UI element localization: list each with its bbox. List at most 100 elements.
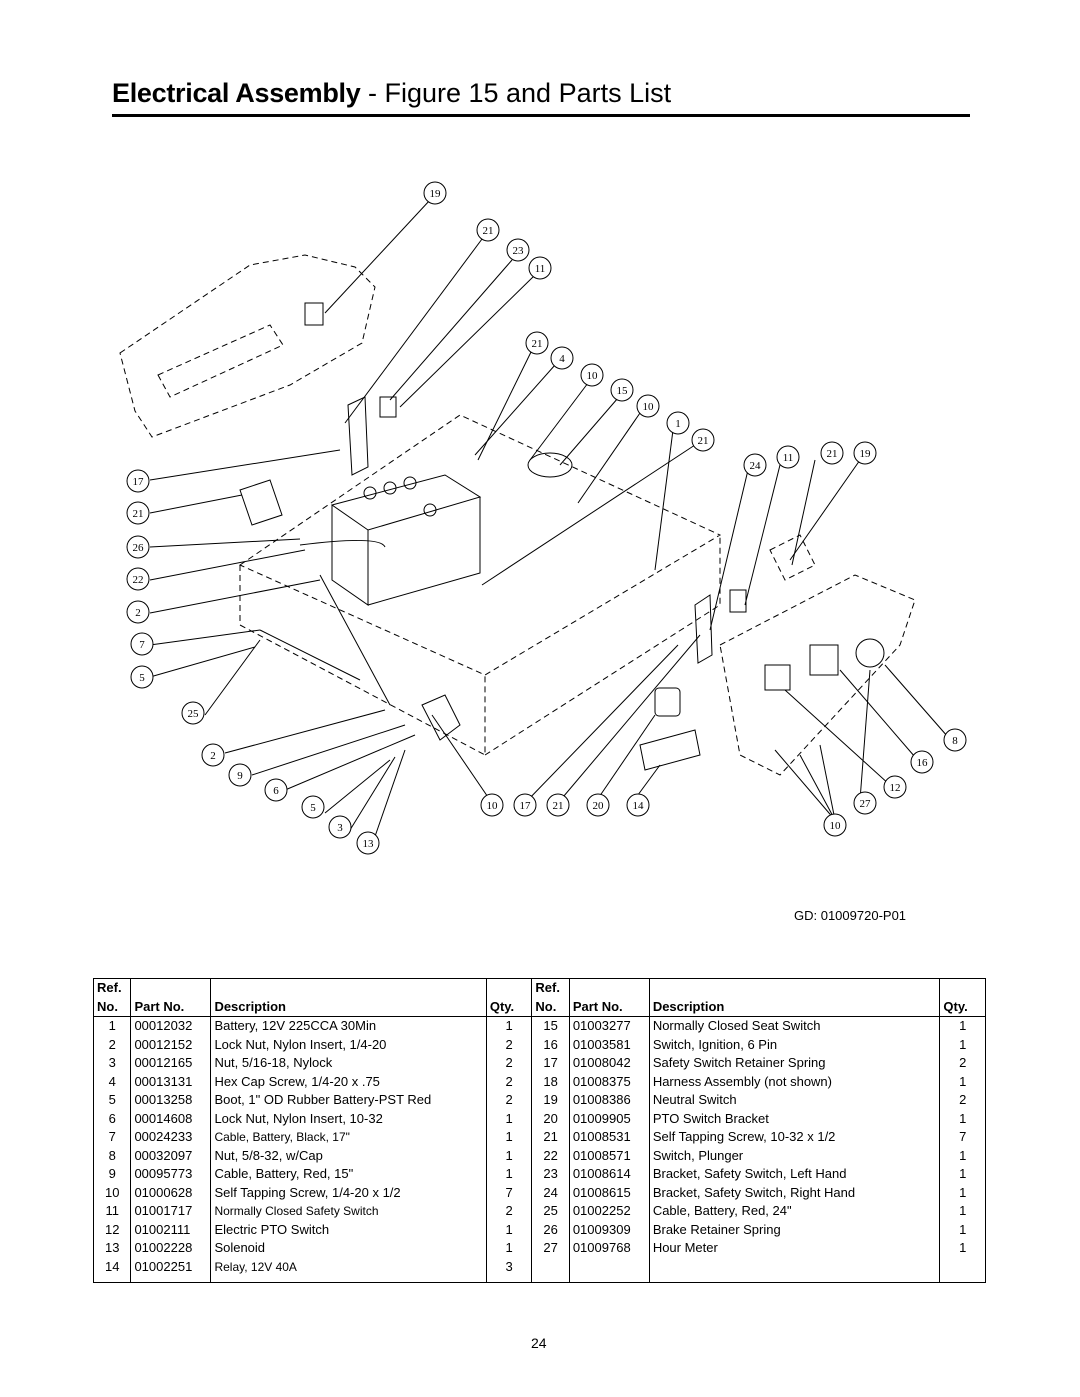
ref-cell: 16 [531, 1035, 570, 1054]
ref-cell: 6 [92, 1109, 132, 1128]
callout-label: 15 [617, 385, 629, 397]
ref-cell: 8 [92, 1146, 132, 1165]
callout-15: 15 [610, 378, 634, 402]
header-ref-left: Ref. [92, 978, 132, 998]
cable-black-shape [299, 540, 386, 548]
callout-27: 27 [853, 791, 877, 815]
description-cell: Nut, 5/16-18, Nylock [210, 1054, 487, 1073]
callout-16: 16 [910, 750, 934, 774]
part-no-cell: 00024233 [130, 1128, 212, 1147]
qty-cell: 1 [485, 1128, 533, 1147]
callout-22: 22 [126, 567, 150, 591]
callout-label: 21 [532, 338, 543, 350]
callout-20: 20 [586, 793, 610, 817]
parts-table: Ref. Ref. No. Part No. Description Qty. … [92, 978, 986, 1283]
qty-cell: 1 [485, 1239, 533, 1258]
ref-cell: 14 [92, 1257, 132, 1283]
electrical-assembly-diagram: 1921231121410151012124112119172126222752… [119, 181, 967, 855]
description-cell: Switch, Ignition, 6 Pin [648, 1035, 941, 1054]
callout-label: 2 [210, 750, 216, 762]
qty-cell: 1 [485, 1109, 533, 1128]
description-cell: Lock Nut, Nylon Insert, 10-32 [210, 1109, 487, 1128]
qty-cell: 1 [939, 1165, 986, 1184]
callout-5: 5 [301, 795, 325, 819]
callout-label: 1 [675, 418, 681, 430]
part-no-cell: 00095773 [130, 1165, 212, 1184]
part-no-cell: 01008614 [568, 1165, 650, 1184]
leader-lines [149, 199, 949, 846]
callout-label: 10 [587, 370, 599, 382]
ref-cell: 10 [92, 1183, 132, 1202]
description-cell: Harness Assembly (not shown) [648, 1072, 941, 1091]
callout-label: 9 [237, 770, 243, 782]
description-cell: Relay, 12V 40A [210, 1257, 487, 1283]
part-no-cell: 01009768 [568, 1239, 650, 1258]
part-no-cell: 01008042 [568, 1054, 650, 1073]
callout-11: 11 [776, 445, 800, 469]
part-no-cell: 01008615 [568, 1183, 650, 1202]
description-cell: Electric PTO Switch [210, 1220, 487, 1239]
callout-2: 2 [201, 743, 225, 767]
qty-cell: 2 [939, 1054, 986, 1073]
description-cell: Self Tapping Screw, 10-32 x 1/2 [648, 1128, 941, 1147]
qty-cell: 2 [485, 1072, 533, 1091]
header-blank [130, 978, 212, 998]
part-no-cell [568, 1257, 650, 1283]
description-cell: Battery, 12V 225CCA 30Min [210, 1016, 487, 1036]
callout-label: 27 [860, 798, 872, 810]
ref-cell: 23 [531, 1165, 570, 1184]
callout-4: 4 [550, 346, 574, 370]
part-no-cell: 01008375 [568, 1072, 650, 1091]
description-cell: Neutral Switch [648, 1091, 941, 1110]
callout-label: 2 [135, 607, 141, 619]
seat-switch-dome [527, 452, 573, 478]
callout-label: 16 [917, 757, 929, 769]
ref-cell: 22 [531, 1146, 570, 1165]
callout-23: 23 [506, 238, 530, 262]
page-number: 24 [531, 1335, 547, 1351]
callout-label: 21 [133, 508, 144, 520]
header-part-no: Part No. [130, 997, 212, 1017]
description-cell: Safety Switch Retainer Spring [648, 1054, 941, 1073]
header-description: Description [210, 997, 487, 1017]
ref-cell: 7 [92, 1128, 132, 1147]
seat-switch-shape [304, 302, 324, 326]
callout-label: 10 [643, 401, 655, 413]
part-no-cell: 01003277 [568, 1016, 650, 1036]
description-cell: Hour Meter [648, 1239, 941, 1258]
callout-21: 21 [546, 793, 570, 817]
drawing-id: GD: 01009720-P01 [794, 908, 907, 923]
description-cell: Normally Closed Safety Switch [210, 1202, 487, 1221]
callout-label: 23 [513, 245, 525, 257]
qty-cell: 2 [485, 1091, 533, 1110]
callout-12: 12 [883, 775, 907, 799]
part-no-cell: 01009905 [568, 1109, 650, 1128]
qty-cell: 1 [939, 1183, 986, 1202]
header-no: No. [92, 997, 132, 1017]
ref-cell: 2 [92, 1035, 132, 1054]
description-cell: Hex Cap Screw, 1/4-20 x .75 [210, 1072, 487, 1091]
callout-label: 19 [430, 188, 442, 200]
qty-cell: 1 [939, 1016, 986, 1036]
header-no: No. [531, 997, 570, 1017]
header-blank [485, 978, 533, 998]
description-cell: Cable, Battery, Black, 17" [210, 1128, 487, 1147]
callout-label: 5 [310, 802, 316, 814]
qty-cell: 2 [485, 1054, 533, 1073]
callout-label: 6 [273, 785, 279, 797]
callout-21: 21 [525, 331, 549, 355]
ref-cell: 21 [531, 1128, 570, 1147]
cable-red-shape [259, 629, 361, 681]
ref-cell [531, 1257, 570, 1283]
callout-2: 2 [126, 600, 150, 624]
right-safety-switch-shape [729, 589, 747, 613]
callout-label: 22 [133, 574, 144, 586]
callout-21: 21 [476, 218, 500, 242]
seat-pan-outline [119, 254, 376, 438]
